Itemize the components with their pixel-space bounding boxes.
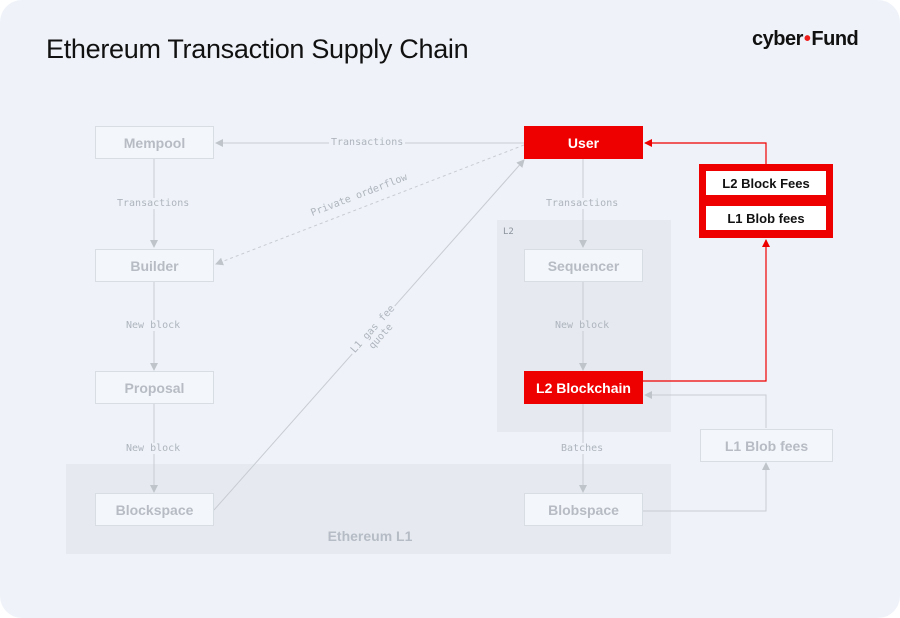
fee-l2-block-fees: L2 Block Fees <box>706 171 826 195</box>
label-proposal-blockspace: New block <box>124 443 183 454</box>
node-mempool: Mempool <box>95 126 214 159</box>
label-mempool-builder: Transactions <box>115 198 192 209</box>
node-user: User <box>524 126 643 159</box>
ethereum-l1-label: Ethereum L1 <box>327 528 413 544</box>
edge-private-orderflow <box>215 144 525 266</box>
node-blockspace: Blockspace <box>95 493 214 526</box>
label-user-mempool: Transactions <box>329 137 406 148</box>
l2-label: L2 <box>503 227 514 237</box>
node-l1-blob-fees: L1 Blob fees <box>700 429 833 462</box>
brand-logo: cyber•Fund <box>752 28 859 51</box>
page-title: Ethereum Transaction Supply Chain <box>46 34 469 64</box>
node-proposal: Proposal <box>95 371 214 404</box>
edge-blobfees-l2 <box>644 391 767 428</box>
node-blobspace: Blobspace <box>524 493 643 526</box>
edge-fees-user <box>644 139 767 164</box>
label-l2-blobspace: Batches <box>559 443 606 454</box>
brand-right: Fund <box>811 28 859 50</box>
label-sequencer-l2: New block <box>553 320 612 331</box>
node-builder: Builder <box>95 249 214 282</box>
edge-l2-fees <box>643 239 770 382</box>
brand-left: cyber <box>752 28 803 50</box>
node-sequencer: Sequencer <box>524 249 643 282</box>
node-l2-blockchain: L2 Blockchain <box>524 371 643 404</box>
fee-l1-blob-fees: L1 Blob fees <box>706 206 826 230</box>
label-builder-proposal: New block <box>124 320 183 331</box>
label-user-sequencer: Transactions <box>544 198 621 209</box>
edge-blobspace-blobfees <box>643 462 770 512</box>
fees-group: L2 Block Fees L1 Blob fees <box>699 164 833 238</box>
brand-dot: • <box>803 28 811 50</box>
